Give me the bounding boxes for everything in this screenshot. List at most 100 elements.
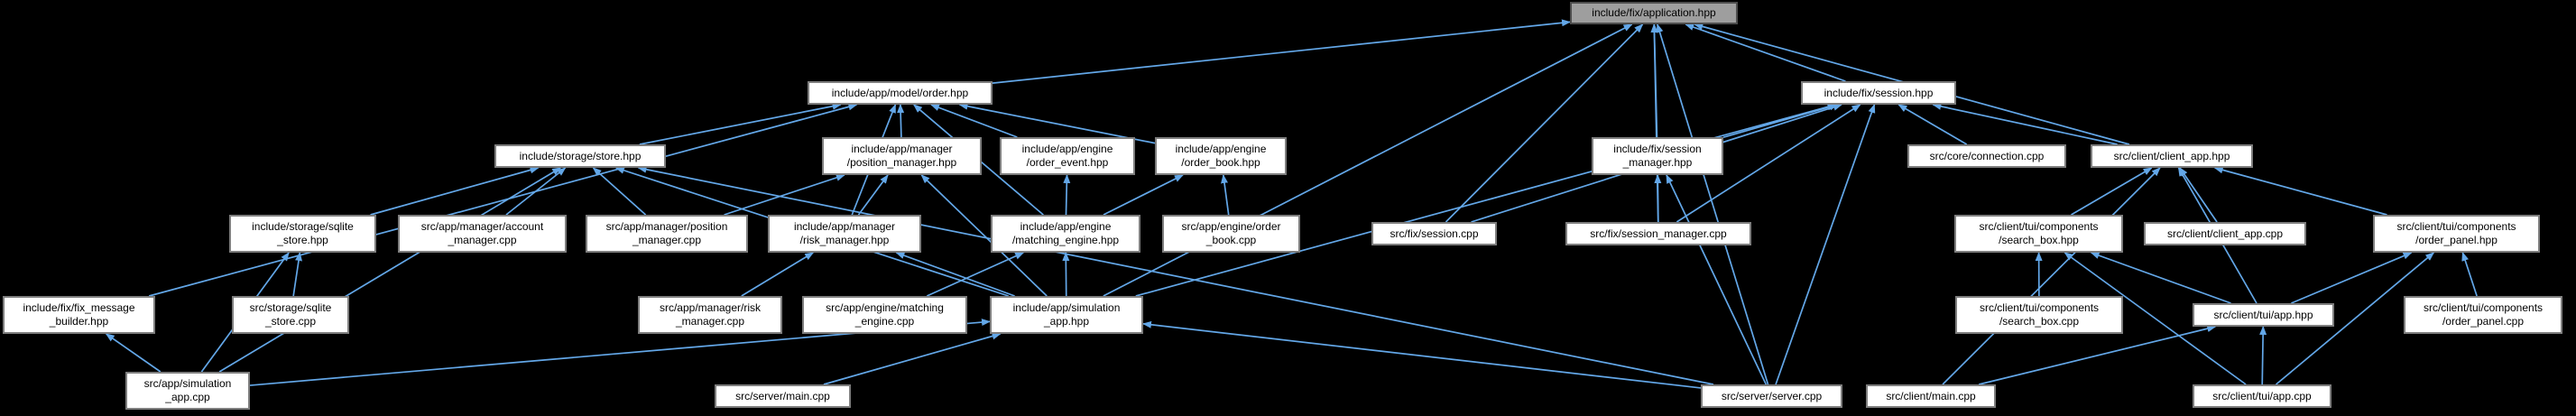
graph-node-tuiapp_c[interactable]: src/client/tui/app.cpp (2193, 384, 2331, 408)
graph-node-label: src/client/tui/components (1979, 301, 2100, 314)
graph-node-session_c[interactable]: src/fix/session.cpp (1371, 222, 1497, 245)
graph-node-label: include/storage/sqlite (252, 220, 354, 233)
include-edge-sqlite_h-to-store (370, 166, 540, 216)
graph-node-matcheng_c[interactable]: src/app/engine/matching_engine.cpp (802, 296, 967, 334)
graph-node-label: /order_panel.hpp (2415, 234, 2498, 246)
graph-node-label: /order_event.hpp (1026, 156, 1109, 169)
include-edge-sessmgr_c-to-sessmgr_h (1654, 174, 1662, 223)
include-edge-simapp_h-to-riskmgr_h (895, 252, 1015, 297)
graph-node-posmgr_h[interactable]: include/app/manager/position_manager.hpp (822, 137, 982, 175)
include-edge-servermain_c-to-simapp_h (823, 332, 1002, 385)
graph-node-riskmgr_c[interactable]: src/app/manager/risk_manager.cpp (638, 296, 782, 334)
graph-node-orderpanel_h[interactable]: src/client/tui/components/order_panel.hp… (2373, 215, 2540, 253)
graph-node-orderbook_h[interactable]: include/app/engine/order_book.hpp (1155, 137, 1287, 175)
graph-node-sqlite_c[interactable]: src/storage/sqlite_store.cpp (232, 296, 349, 334)
graph-node-searchbox_c[interactable]: src/client/tui/components/search_box.cpp (1955, 296, 2123, 334)
include-edge-clientmain_c-to-clientapp_h (1942, 167, 2161, 385)
graph-node-label: src/fix/session_manager.cpp (1590, 226, 1727, 240)
graph-node-clientmain_c[interactable]: src/client/main.cpp (1866, 384, 1996, 408)
graph-node-label: include/storage/store.hpp (519, 149, 642, 162)
graph-node-servermain_c[interactable]: src/server/main.cpp (715, 384, 851, 408)
graph-node-server_c[interactable]: src/server/server.cpp (1701, 384, 1842, 408)
graph-node-label: _app.cpp (165, 391, 210, 403)
graph-node-label: /position_manager.hpp (846, 156, 957, 169)
graph-node-acctmgr_c[interactable]: src/app/manager/account_manager.cpp (398, 215, 567, 253)
include-edge-server_c-to-simapp_h (1142, 320, 1702, 389)
graph-node-orderbook_c[interactable]: src/app/engine/order_book.cpp (1162, 215, 1300, 253)
graph-node-matcheng_h[interactable]: include/app/engine/matching_engine.hpp (991, 215, 1140, 253)
graph-node-label: _app.hpp (1043, 315, 1090, 328)
graph-node-riskmgr_h[interactable]: include/app/manager/risk_manager.hpp (768, 215, 921, 253)
graph-node-store[interactable]: include/storage/store.hpp (494, 144, 666, 168)
graph-node-label: src/app/simulation (143, 377, 232, 390)
include-edge-session_c-to-app (1445, 23, 1644, 223)
include-edge-simapp_h-to-session (1135, 103, 1837, 297)
include-edge-tuiapp_c-to-orderpanel_h (2276, 252, 2435, 385)
include-edge-acctmgr_c-to-store (505, 167, 567, 216)
include-edge-fixmsg_h-to-order (148, 103, 858, 297)
include-edge-matcheng_c-to-matcheng_h (926, 252, 1025, 297)
graph-node-label: src/client/tui/components (2396, 220, 2516, 233)
graph-node-label: _manager.hpp (1622, 156, 1693, 169)
include-edge-tuiapp_h-to-searchbox_h (2090, 252, 2231, 304)
include-edge-clientapp_c-to-clientapp_h (2179, 167, 2218, 223)
graph-node-order[interactable]: include/app/model/order.hpp (808, 81, 993, 105)
include-edge-searchbox_h-to-clientapp_h (2071, 167, 2153, 216)
graph-node-posmgr_c[interactable]: src/app/manager/position_manager.cpp (586, 215, 748, 253)
include-edge-server_c-to-sessmgr_h (1666, 174, 1768, 385)
include-edge-posmgr_c-to-posmgr_h (724, 174, 845, 216)
graph-node-sqlite_h[interactable]: include/storage/sqlite_store.hpp (229, 215, 376, 253)
graph-node-label: src/client/client_app.hpp (2113, 149, 2230, 162)
graph-node-label: include/fix/session.hpp (1824, 86, 1934, 99)
graph-node-label: src/client/tui/components (2423, 301, 2544, 314)
graph-node-sessmgr_h[interactable]: include/fix/session_manager.hpp (1592, 137, 1723, 175)
graph-node-clientapp_h[interactable]: src/client/client_app.hpp (2091, 144, 2253, 168)
graph-node-fixmsg_h[interactable]: include/fix/fix_message_builder.hpp (3, 296, 155, 334)
include-edge-sessmgr_c-to-session (1676, 104, 1861, 223)
graph-node-label: src/client/tui/app.hpp (2213, 308, 2313, 321)
graph-node-label: _builder.hpp (49, 315, 109, 328)
graph-node-searchbox_h[interactable]: src/client/tui/components/search_box.hpp (1954, 215, 2123, 253)
include-edge-posmgr_h-to-order (897, 104, 905, 138)
graph-node-session[interactable]: include/fix/session.hpp (1801, 81, 1956, 105)
include-edge-riskmgr_c-to-riskmgr_h (741, 252, 815, 297)
graph-node-app: include/fix/application.hpp (1570, 2, 1738, 24)
graph-node-label: src/app/engine/order (1181, 220, 1281, 233)
graph-node-label: include/app/engine (1021, 143, 1113, 155)
graph-node-orderevent[interactable]: include/app/engine/order_event.hpp (1000, 137, 1135, 175)
include-edge-server_c-to-app (1656, 23, 1769, 385)
graph-node-label: src/storage/sqlite (249, 301, 332, 314)
graph-node-label: include/fix/session (1613, 143, 1702, 155)
include-edge-session-to-app (1685, 23, 1846, 82)
graph-node-label: _manager.cpp (632, 234, 702, 246)
graph-node-label: _book.cpp (1205, 234, 1257, 246)
graph-node-orderpanel_c[interactable]: src/client/tui/components/order_panel.cp… (2404, 296, 2562, 334)
graph-node-label: _store.cpp (264, 315, 317, 328)
graph-node-label: include/app/simulation (1012, 301, 1121, 314)
graph-node-label: include/app/engine (1175, 143, 1267, 155)
graph-node-label: /risk_manager.hpp (799, 234, 890, 246)
graph-node-simapp_h[interactable]: include/app/simulation_app.hpp (990, 296, 1143, 334)
graph-node-label: include/fix/application.hpp (1592, 6, 1716, 19)
include-edge-server_c-to-session (1775, 104, 1876, 385)
graph-node-label: src/app/manager/account (420, 220, 544, 233)
graph-node-label: /matching_engine.hpp (1011, 234, 1120, 246)
include-edge-store-to-order (639, 102, 842, 145)
graph-node-tuiapp_h[interactable]: src/client/tui/app.hpp (2193, 303, 2334, 327)
include-edge-simapp_c-to-fixmsg_h (105, 333, 162, 373)
graph-node-sessmgr_c[interactable]: src/fix/session_manager.cpp (1565, 222, 1751, 245)
include-edge-orderevent-to-order (930, 104, 1018, 138)
graph-node-label: include/fix/fix_message (23, 301, 135, 314)
graph-node-label: include/app/manager (851, 143, 953, 155)
graph-node-label: src/client/client_app.cpp (2166, 226, 2284, 240)
graph-node-label: _manager.cpp (448, 234, 517, 246)
graph-node-label: /order_book.hpp (1181, 156, 1260, 169)
graph-node-label: _store.hpp (277, 234, 328, 246)
graph-node-simapp_c[interactable]: src/app/simulation_app.cpp (125, 372, 250, 410)
graph-node-clientapp_c[interactable]: src/client/client_app.cpp (2144, 222, 2306, 245)
include-edge-matcheng_h-to-orderbook_h (1103, 174, 1184, 216)
include-edge-orderpanel_h-to-clientapp_h (2213, 166, 2387, 216)
graph-node-connection[interactable]: src/core/connection.cpp (1907, 144, 2066, 168)
include-edge-clientapp_h-to-session (1932, 102, 2118, 145)
